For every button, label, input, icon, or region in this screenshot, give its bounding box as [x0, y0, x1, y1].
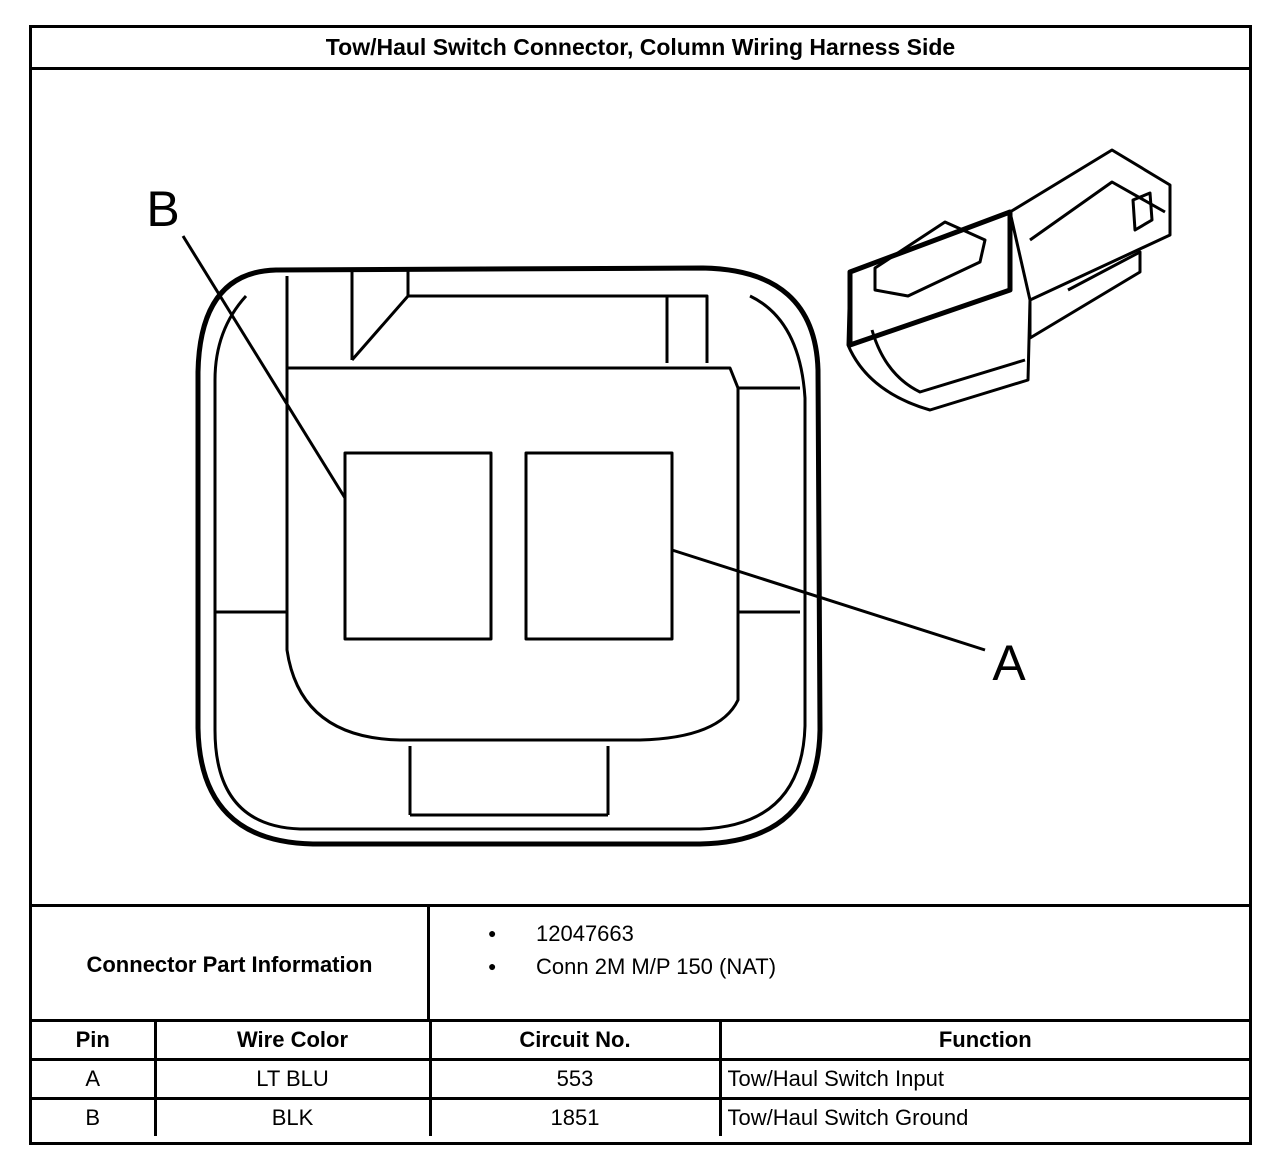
- cell-circuit-no: 1851: [428, 1097, 722, 1136]
- callout-line-a: [671, 548, 986, 652]
- cell-function: Tow/Haul Switch Ground: [718, 1097, 1249, 1136]
- table-row: B BLK 1851 Tow/Haul Switch Ground: [32, 1097, 1249, 1136]
- connector-face-illustration: [195, 265, 823, 847]
- header-wire-color: Wire Color: [153, 1019, 432, 1061]
- connector-sheet: Tow/Haul Switch Connector, Column Wiring…: [29, 25, 1252, 1145]
- pin-table-header: Pin Wire Color Circuit No. Function: [32, 1019, 1249, 1061]
- cell-wire-color: BLK: [153, 1097, 432, 1136]
- connector-info-list: 12047663 Conn 2M M/P 150 (NAT): [430, 907, 1249, 1032]
- callout-label-b: B: [146, 181, 179, 237]
- connector-perspective-illustration: [846, 148, 1172, 412]
- sheet-title: Tow/Haul Switch Connector, Column Wiring…: [32, 28, 1249, 70]
- cell-pin: A: [32, 1058, 157, 1100]
- pin-table: Pin Wire Color Circuit No. Function A LT…: [32, 1019, 1249, 1136]
- connector-part-number: 12047663: [488, 917, 1249, 950]
- header-function: Function: [718, 1019, 1249, 1061]
- callout-label-a: A: [992, 635, 1026, 691]
- cell-circuit-no: 553: [428, 1058, 722, 1100]
- cell-wire-color: LT BLU: [153, 1058, 432, 1100]
- header-pin: Pin: [32, 1019, 157, 1061]
- connector-info-label: Connector Part Information: [32, 907, 430, 1022]
- connector-part-info: Connector Part Information 12047663 Conn…: [32, 904, 1249, 1022]
- callout-line-b: [181, 235, 347, 499]
- table-row: A LT BLU 553 Tow/Haul Switch Input: [32, 1058, 1249, 1100]
- connector-diagram: B A: [146, 148, 1172, 847]
- connector-description: Conn 2M M/P 150 (NAT): [488, 950, 1249, 983]
- header-circuit-no: Circuit No.: [428, 1019, 722, 1061]
- cell-pin: B: [32, 1097, 157, 1136]
- cell-function: Tow/Haul Switch Input: [718, 1058, 1249, 1100]
